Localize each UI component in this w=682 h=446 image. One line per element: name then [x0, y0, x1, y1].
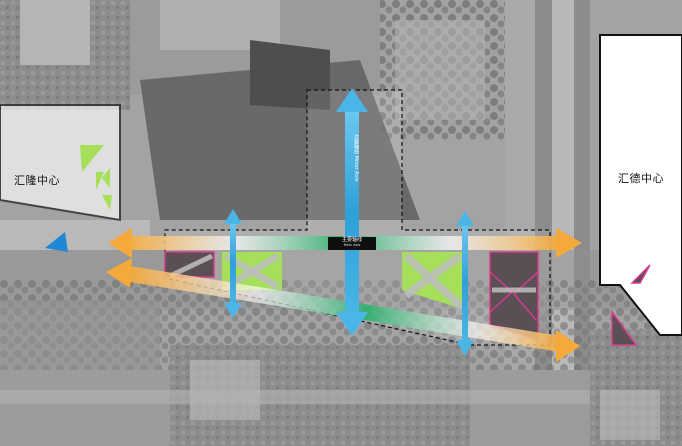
main-axis-label-en: Main Axis — [328, 243, 376, 248]
minor-axis-label-cn: 次要轴线 — [353, 134, 359, 154]
minor-axis-label: 次要轴线 Minor Axis — [342, 128, 360, 188]
huide-center-label: 汇德中心 — [618, 170, 664, 186]
huilong-center-label: 汇隆中心 — [14, 172, 60, 188]
main-axis-label: 主要轴线 Main Axis — [328, 237, 376, 250]
minor-axis-label-en: Minor Axis — [353, 156, 359, 182]
